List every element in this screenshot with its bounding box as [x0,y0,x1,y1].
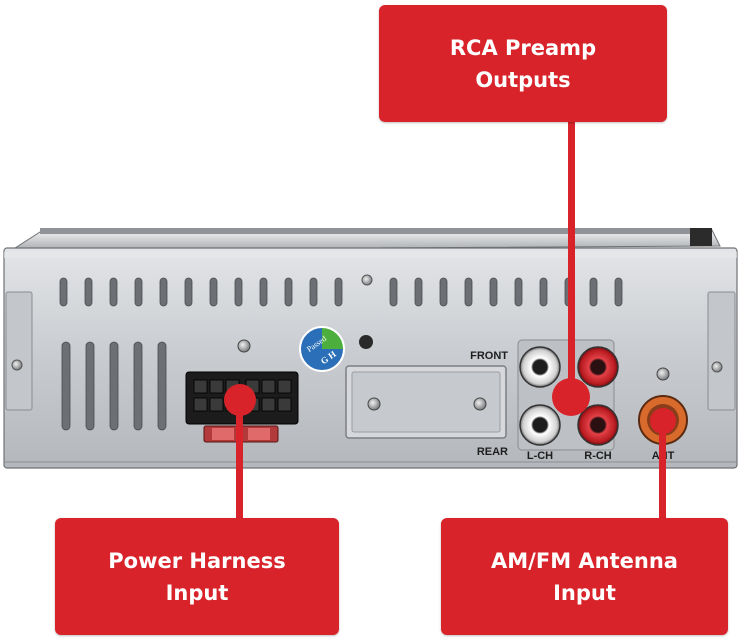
top-cover [10,228,721,251]
leader-dot-power [224,384,256,416]
callout-antenna-input: AM/FM Antenna Input [441,518,728,635]
screw-icon [367,397,381,411]
callout-power-line1: Power Harness [108,548,286,573]
vent-slots-left [61,341,167,431]
leader-line-rca [568,120,575,390]
screw-icon [237,339,251,353]
rca-jack-front-right [577,346,619,388]
leader-dot-antenna [650,408,676,434]
screw-icon [473,397,487,411]
rca-jack-front-left [519,346,561,388]
rca-jack-rear-left [519,404,561,446]
rca-jack-rear-right [577,404,619,446]
callout-rca-preamp-outputs: RCA Preamp Outputs [379,5,667,122]
mounting-hole [359,335,373,349]
leader-line-power [236,404,243,522]
label-rear: REAR [477,446,508,458]
screw-icon [711,361,723,373]
callout-antenna-line2: Input [553,580,616,605]
screw-icon [11,359,23,371]
callout-power-line2: Input [165,580,229,605]
leader-dot-rca [552,378,590,416]
vent-slots-top [59,277,623,307]
screw-icon [656,367,670,381]
callout-power-harness-input: Power Harness Input [55,518,339,635]
leader-line-antenna [659,420,666,522]
callout-rca-line2: Outputs [475,67,571,92]
label-right-channel: R-CH [584,450,612,462]
rca-jacks [517,339,619,451]
label-front: FRONT [470,350,508,362]
cover-plate [345,365,507,439]
passed-sticker [299,326,345,372]
callout-antenna-line1: AM/FM Antenna [491,548,678,573]
callout-rca-line1: RCA Preamp [449,35,597,60]
label-left-channel: L-CH [527,450,553,462]
screw-icon [361,274,373,286]
